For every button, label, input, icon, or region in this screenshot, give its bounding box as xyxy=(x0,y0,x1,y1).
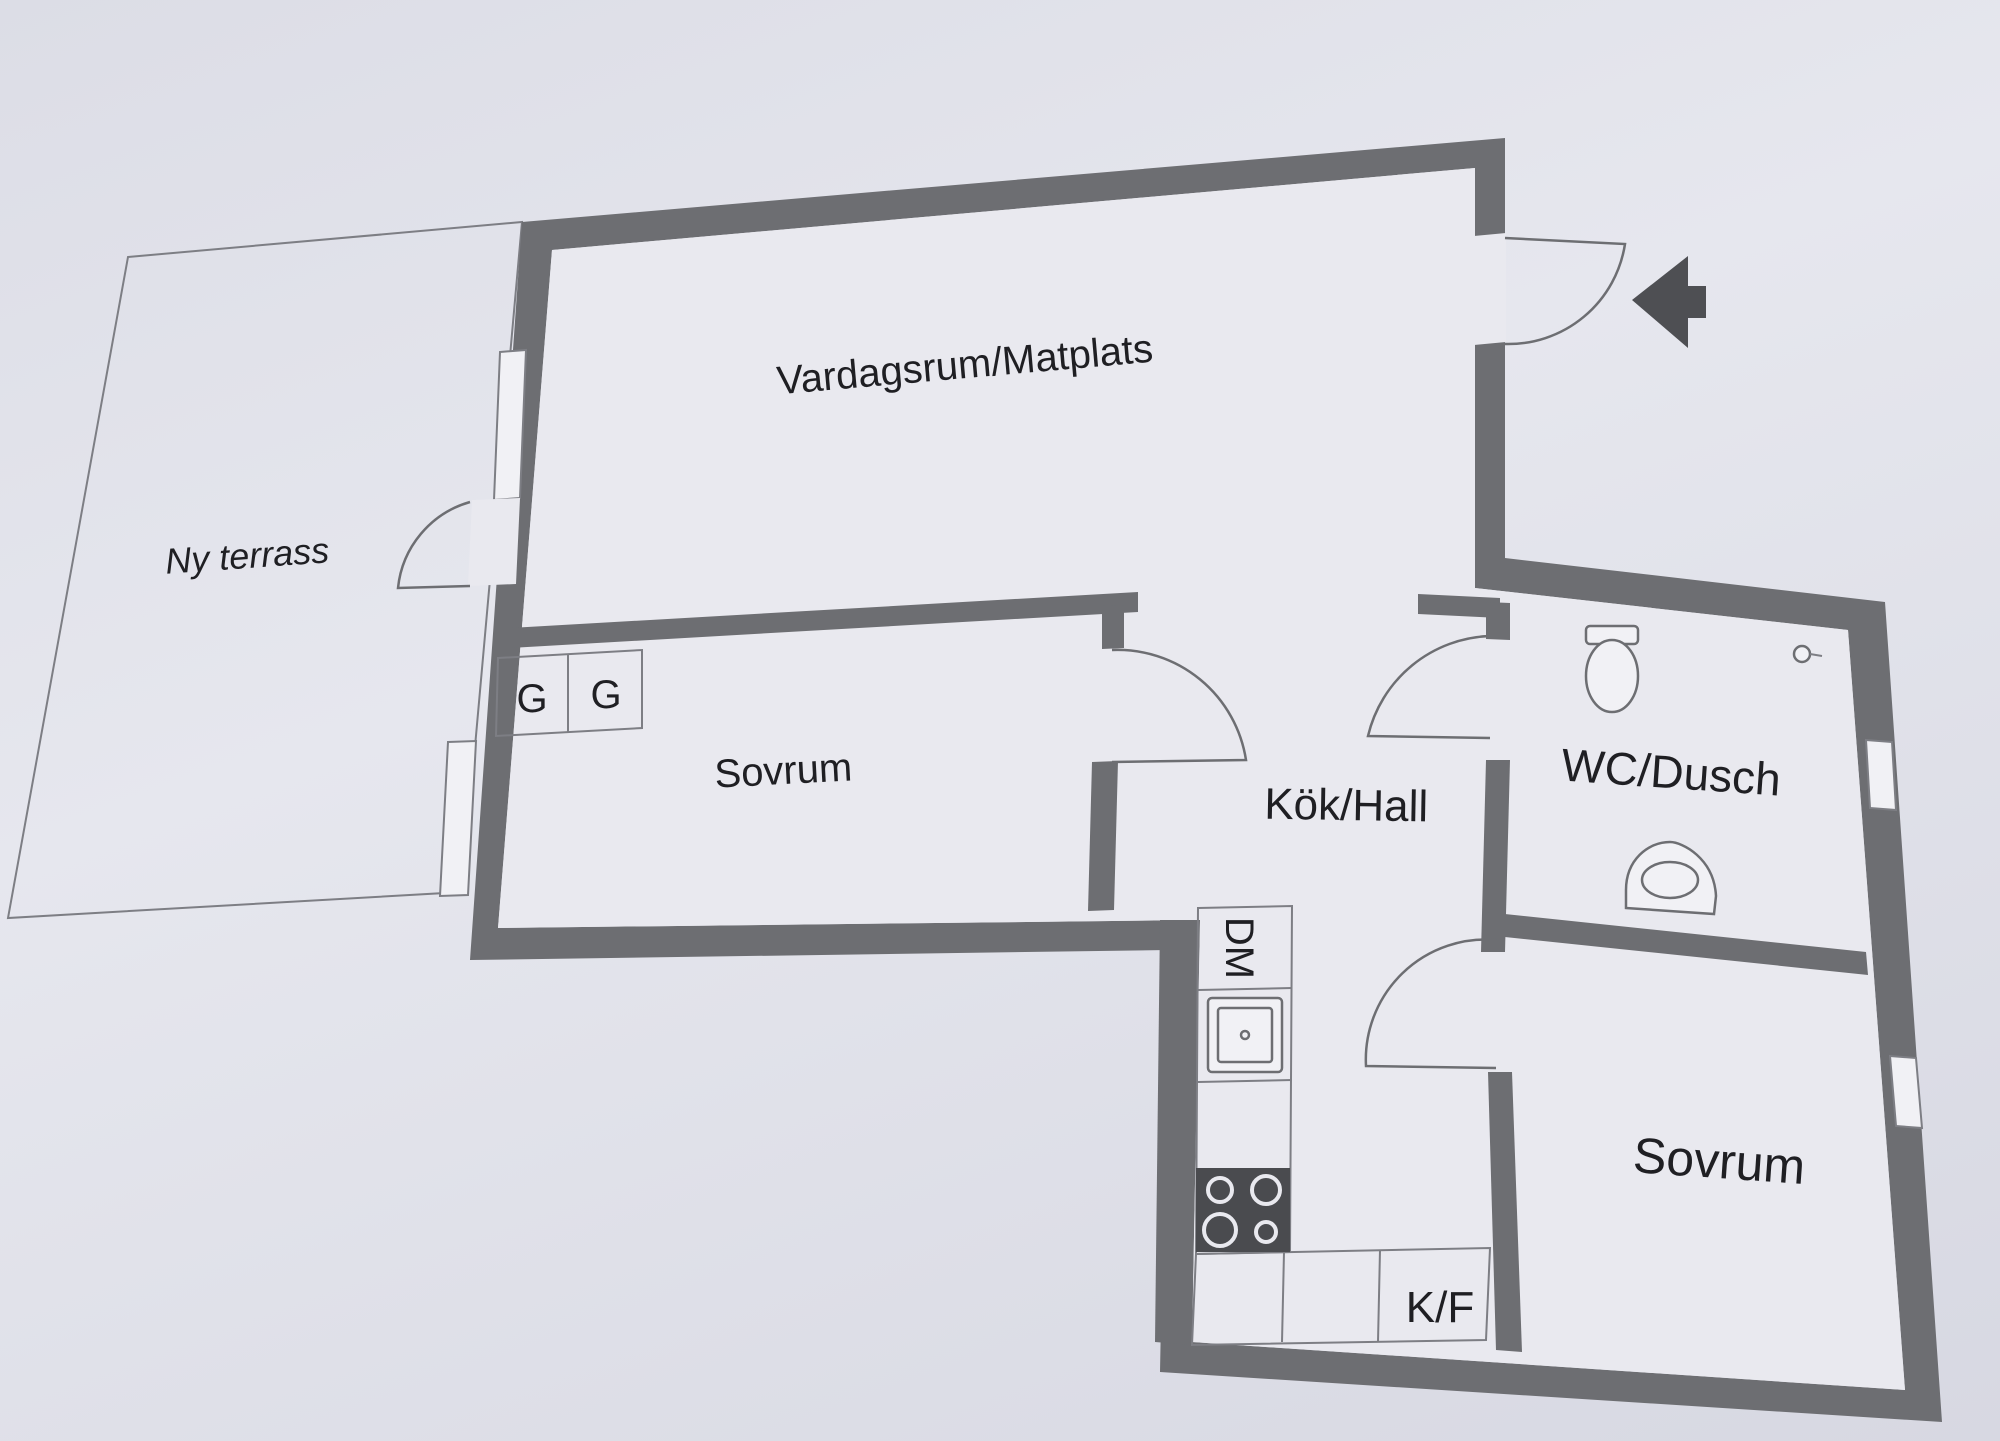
interior-walls xyxy=(510,592,1868,1352)
bedroom-1-door xyxy=(1111,648,1248,764)
bedroom-1-label: Sovrum xyxy=(713,745,853,796)
door-swings xyxy=(396,236,1627,1070)
window-bedroom-2 xyxy=(1888,1054,1924,1130)
bathroom-door xyxy=(1366,634,1491,740)
window-living xyxy=(492,348,528,502)
wardrobes xyxy=(494,648,643,738)
shower-icon xyxy=(1792,644,1823,664)
door-openings xyxy=(468,233,1506,586)
entrance-door xyxy=(1504,236,1627,346)
fridge-freezer-label: K/F xyxy=(1406,1283,1474,1332)
terrace-door xyxy=(396,500,471,590)
terrace-label: Ny terrass xyxy=(164,529,330,581)
bedroom-2-door xyxy=(1364,938,1497,1070)
window-bathroom xyxy=(1864,738,1898,812)
bedroom-2-label: Sovrum xyxy=(1631,1127,1807,1195)
wardrobe-label: G xyxy=(516,677,547,721)
kitchen-hall-label: Kök/Hall xyxy=(1264,780,1429,832)
wardrobe-label: G xyxy=(590,673,621,717)
entrance-arrow-icon xyxy=(1632,256,1706,348)
toilet-icon xyxy=(1584,624,1640,714)
window-bedroom-1 xyxy=(438,739,478,898)
stove-icon xyxy=(1196,1168,1290,1252)
sink-icon xyxy=(1624,840,1718,916)
apartment-floor xyxy=(498,168,1905,1390)
windows xyxy=(438,348,1924,1130)
dishwasher-label: DM xyxy=(1217,917,1261,979)
kitchen-sink-icon xyxy=(1206,996,1284,1074)
